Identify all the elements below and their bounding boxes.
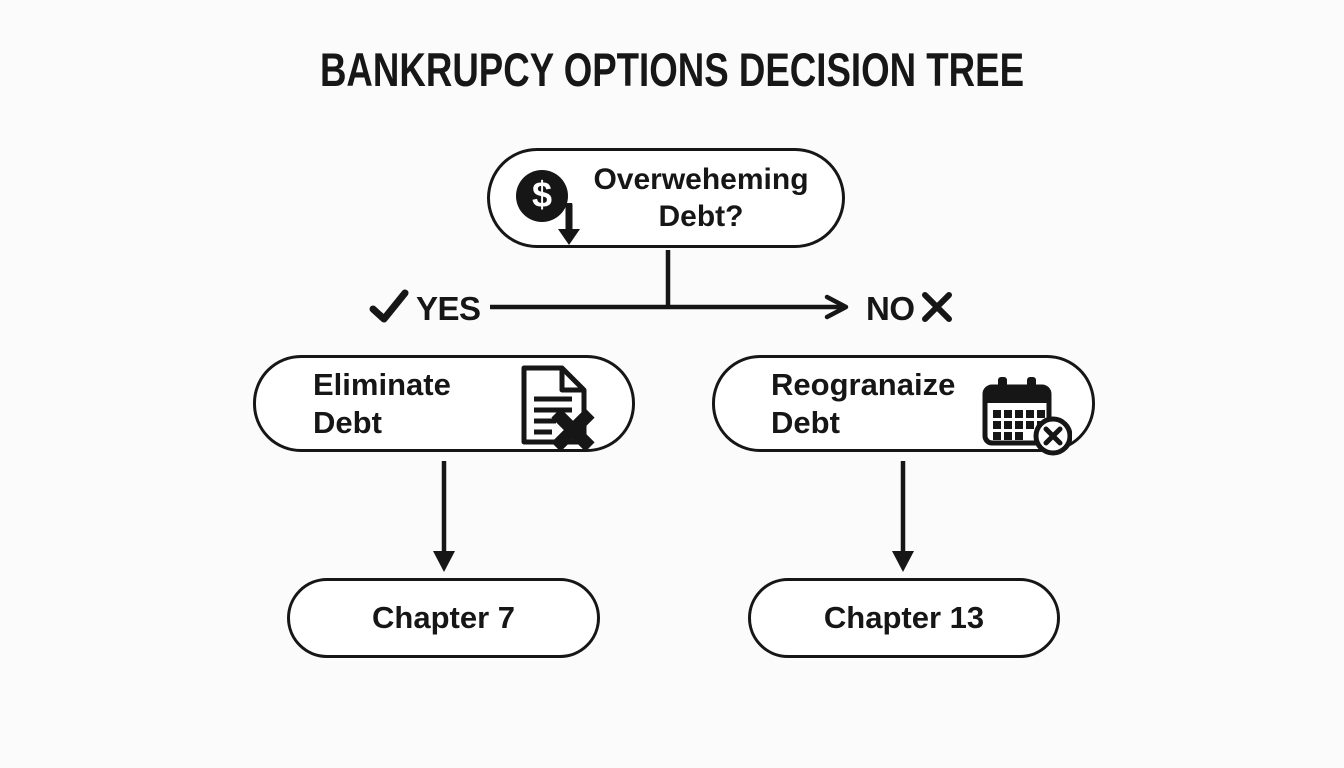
down-arrow-icon — [558, 203, 580, 245]
calendar-x-icon — [982, 377, 1072, 456]
yes-branch-label: YES — [416, 290, 481, 327]
reorganize-debt-line1: Reogranaize — [771, 366, 956, 402]
root-node-label: Overweheming Debt? — [586, 151, 816, 245]
eliminate-debt-label: Eliminate Debt — [313, 358, 451, 449]
eliminate-debt-line2: Debt — [313, 404, 382, 440]
chapter-13-label: Chapter 13 — [823, 600, 985, 635]
check-icon — [369, 289, 409, 323]
dollar-circle: $ — [516, 170, 568, 222]
eliminate-debt-node: Eliminate Debt — [253, 355, 635, 452]
chapter-13-node: Chapter 13 — [748, 578, 1060, 658]
reorganize-debt-node: Reogranaize Debt — [712, 355, 1095, 456]
reorganize-debt-line2: Debt — [771, 404, 840, 440]
root-node-label-line1: Overweheming — [593, 163, 809, 196]
root-node-label-line2: Debt? — [658, 200, 744, 233]
dollar-down-icon: $ — [512, 163, 596, 247]
page-title: BANKRUPCY OPTIONS DECISION TREE — [319, 43, 1025, 96]
no-branch-label: NO — [866, 290, 915, 327]
chapter-7-label: Chapter 7 — [372, 600, 515, 635]
chapter-7-node: Chapter 7 — [287, 578, 600, 658]
document-x-icon — [521, 365, 595, 452]
reorganize-debt-label: Reogranaize Debt — [771, 358, 955, 449]
x-mark-icon — [922, 292, 952, 322]
root-node-overwhelming-debt: $ Overweheming Debt? — [487, 148, 845, 248]
eliminate-debt-line1: Eliminate — [313, 366, 451, 402]
dollar-glyph: $ — [531, 174, 553, 215]
